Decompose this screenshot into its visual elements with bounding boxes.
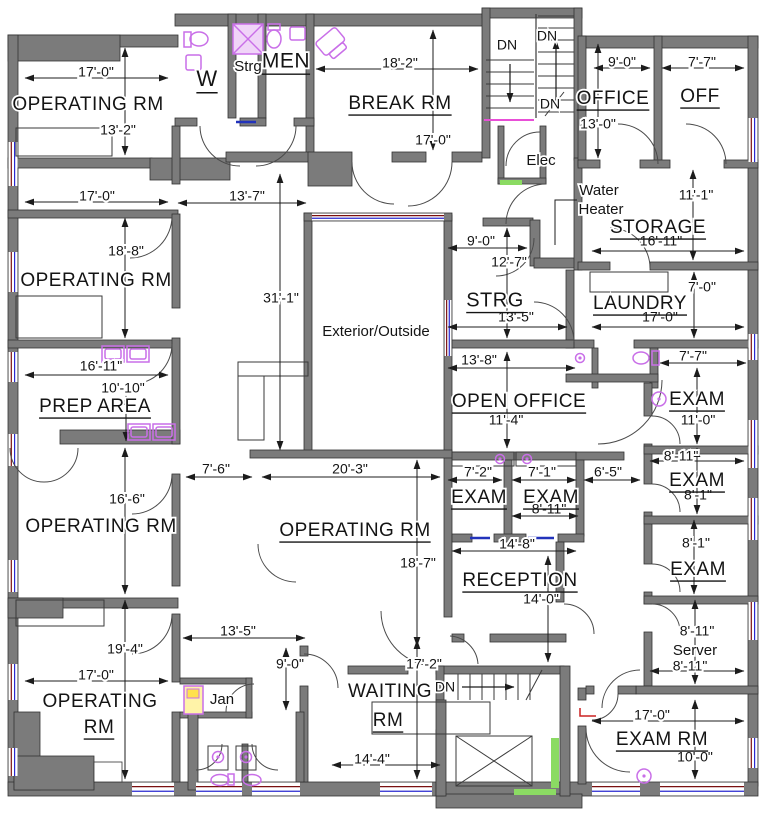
dim-label-8-11: 8'-11" (673, 658, 708, 674)
dim-label-14-8: 14'-8" (499, 536, 535, 552)
dim-label-13-0: 13'-0" (580, 116, 616, 132)
note-label-heater: Heater (578, 201, 623, 218)
dim-label-12-7: 12'-7" (491, 254, 527, 270)
dimension-lines-layer (24, 29, 747, 780)
room-label-break-rm: BREAK RM (348, 93, 451, 114)
note-label-elec: Elec (526, 152, 556, 169)
room-label-exam: EXAM (451, 487, 507, 508)
dim-label-16-11: 16'-11" (80, 358, 122, 374)
dim-label-11-1: 11'-1" (679, 187, 714, 203)
room-label-exam: EXAM (670, 559, 726, 580)
room-label-office: OFFICE (577, 88, 650, 109)
note-label-jan: Jan (210, 691, 234, 708)
note-label-dn: DN (540, 96, 560, 112)
windows-layer (8, 118, 758, 796)
dim-label-17-0: 17'-0" (78, 64, 114, 80)
fixtures-layer (101, 23, 667, 787)
dim-label-8-11: 8'-11" (680, 623, 715, 639)
room-label-strg: STRG (466, 289, 524, 311)
room-label-operating-rm: OPERATING RM (279, 520, 430, 541)
dim-label-8-11: 8'-11" (664, 448, 699, 464)
dim-label-14-4: 14'-4" (354, 751, 390, 767)
dim-label-8-1: 8'-1" (682, 535, 710, 551)
room-label-laundry: LAUNDRY (593, 293, 687, 314)
room-label-off: OFF (680, 86, 720, 107)
note-label-exterior-outside: Exterior/Outside (322, 323, 430, 340)
door-arcs-layer (9, 123, 727, 773)
room-label-open-office: OPEN OFFICE (452, 391, 586, 412)
room-label-exam: EXAM (523, 487, 579, 508)
dim-label-18-2: 18'-2" (382, 55, 418, 71)
dim-label-7-1: 7'-1" (528, 464, 556, 480)
room-label-operating: OPERATING (43, 691, 158, 712)
dim-label-20-3: 20'-3" (332, 461, 368, 477)
note-label-dn: DN (497, 37, 517, 53)
dim-label-13-2: 13'-2" (100, 122, 136, 138)
dim-label-7-6: 7'-6" (202, 461, 230, 477)
labels-layer: OPERATING RM BREAK RM OFFICE OFF STORAGE OPER… (11, 26, 728, 769)
dim-label-10-10: 10'-10" (101, 380, 144, 396)
room-label-exam: EXAM (669, 470, 725, 491)
dim-label-14-0: 14'-0" (523, 591, 559, 607)
dim-label-9-0: 9'-0" (467, 233, 495, 249)
note-label-server: Server (673, 642, 717, 659)
room-label-w: W (196, 66, 217, 91)
room-label-waiting: WAITING (348, 681, 432, 702)
dim-label-31-1: 31'-1" (263, 290, 299, 306)
dim-label-11-4: 11'-4" (489, 412, 524, 428)
room-label-storage: STORAGE (610, 217, 706, 238)
room-label-operating-rm: OPERATING RM (20, 270, 171, 291)
dim-label-18-7: 18'-7" (400, 555, 436, 571)
room-label-operating-rm: OPERATING RM (25, 516, 176, 537)
dim-label-7-7: 7'-7" (679, 348, 707, 364)
dim-label-19-4: 19'-4" (107, 641, 143, 657)
dim-label-17-0: 17'-0" (78, 667, 114, 683)
room-label-men: MEN (262, 50, 310, 73)
dim-label-18-8: 18'-8" (108, 243, 144, 259)
dim-label-9-0: 9'-0" (276, 656, 304, 672)
dim-label-17-0: 17'-0" (634, 707, 670, 723)
dim-label-13-7: 13'-7" (229, 188, 265, 204)
dim-label-13-5: 13'-5" (498, 309, 534, 325)
room-label-rm: RM (373, 710, 404, 731)
details-layer (15, 14, 669, 795)
room-label-reception: RECEPTION (462, 570, 577, 591)
note-label-water: Water (579, 182, 618, 199)
dim-label-17-0: 17'-0" (415, 132, 451, 148)
dim-label-7-7: 7'-7" (688, 54, 716, 70)
dim-label-17-0: 17'-0" (79, 188, 115, 204)
dim-label-9-0: 9'-0" (608, 54, 636, 70)
dim-label-6-5: 6'-5" (594, 464, 622, 480)
room-label-rm: RM (84, 717, 115, 738)
walls-layer (7, 7, 759, 809)
dim-label-13-8: 13'-8" (461, 352, 497, 368)
note-label-dn: DN (435, 679, 455, 695)
dim-label-17-0: 17'-0" (642, 309, 678, 325)
dim-label-7-2: 7'-2" (464, 464, 492, 480)
room-label-prep-area: PREP AREA (39, 396, 151, 417)
dim-label-16-6: 16'-6" (109, 491, 145, 507)
dim-label-16-11: 16'-11" (640, 233, 682, 249)
dim-label-8-1: 8'-1" (684, 487, 712, 503)
room-label-operating-rm: OPERATING RM (12, 94, 163, 115)
dim-label-11-0: 11'-0" (681, 412, 716, 428)
note-label-dn: DN (537, 28, 557, 44)
note-label-strg: Strg (234, 58, 262, 75)
room-label-exam: EXAM (669, 389, 725, 410)
dim-label-17-2: 17'-2" (406, 656, 442, 672)
room-label-exam-rm: EXAM RM (616, 729, 708, 750)
dim-label-7-0: 7'-0" (688, 279, 716, 295)
dim-label-13-5: 13'-5" (220, 623, 256, 639)
